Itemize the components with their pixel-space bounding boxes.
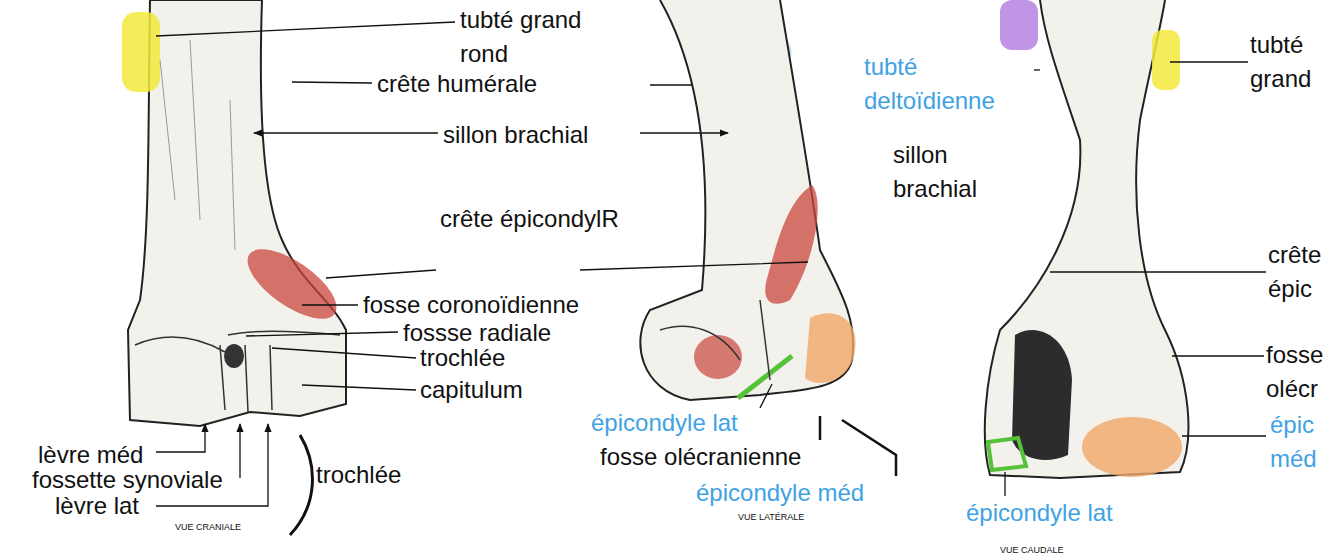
leader-line	[819, 416, 822, 440]
part-label: crête épic	[1268, 238, 1330, 306]
part-label: crête humérale	[377, 67, 537, 101]
insertion-patch	[1000, 0, 1038, 50]
leader-line	[760, 384, 772, 408]
bone-cranial	[122, 0, 347, 426]
leader-line	[1172, 355, 1264, 356]
part-label: lèvre lat	[55, 489, 139, 523]
leader-line	[254, 132, 438, 133]
leader-line	[302, 304, 358, 305]
leader-line	[326, 262, 808, 278]
bone-outline	[128, 0, 346, 426]
condyle-detail	[660, 300, 770, 380]
bone-lateral	[640, 0, 855, 400]
leader-line	[156, 424, 268, 506]
synovial-fossa	[224, 344, 244, 368]
insertion-outline	[988, 438, 1026, 470]
part-label: trochlée	[420, 341, 505, 375]
insertion-patch	[1152, 30, 1180, 90]
part-label: crête épicondylR	[440, 202, 620, 236]
leader-line	[1050, 271, 1266, 272]
insertion-patch	[805, 313, 856, 383]
insertion-patch	[122, 12, 160, 92]
leader-line	[842, 420, 896, 476]
bone-outline	[985, 0, 1189, 478]
insertion-patch	[1082, 417, 1182, 477]
part-label: fosse coronoïdienne	[363, 288, 579, 322]
part-label: tubté deltoïdienne	[864, 50, 1044, 118]
leader-line	[156, 22, 455, 36]
leader-line	[302, 385, 416, 390]
leader-line	[1004, 472, 1005, 496]
part-label: épicondyle lat	[966, 496, 1113, 530]
leader-line	[246, 332, 398, 336]
olecranon-fossa	[1012, 330, 1072, 460]
leader-line	[640, 132, 728, 133]
part-label: sillon brachial	[443, 118, 588, 152]
leader-line	[1170, 61, 1248, 62]
part-label: capitulum	[420, 373, 523, 407]
leader-line	[1182, 435, 1266, 436]
leader-line	[1034, 69, 1040, 70]
bone-shading	[160, 40, 235, 250]
part-label: épicondyle méd	[696, 476, 864, 510]
part-label: épic méd	[1270, 408, 1330, 476]
part-label: épicondyle lat	[591, 406, 738, 440]
insertion-patch	[765, 185, 817, 304]
leader-line	[272, 348, 416, 358]
view-caption: VUE CAUDALE	[1000, 545, 1064, 556]
bone-caudal	[985, 0, 1189, 478]
condyle-detail	[135, 331, 340, 412]
insertion-line	[738, 356, 792, 398]
part-label: sillon brachial	[893, 138, 1003, 206]
view-caption: VUE CRANIALE	[175, 522, 241, 533]
part-label: fossette synoviale	[32, 463, 223, 497]
part-label: tubté grand rond	[460, 3, 630, 71]
bracket	[290, 435, 312, 535]
insertion-patch	[694, 335, 742, 379]
view-caption: VUE LATÉRALE	[738, 512, 804, 523]
part-label: fosse olécr	[1266, 338, 1330, 406]
leader-line	[239, 424, 240, 478]
part-label: fosse olécranienne	[600, 440, 801, 474]
leader-lines	[156, 22, 1266, 535]
part-label: trochlée	[316, 458, 401, 492]
leader-line	[156, 424, 205, 452]
insertion-patch	[237, 236, 347, 332]
part-label: tubté grand	[1250, 28, 1330, 96]
